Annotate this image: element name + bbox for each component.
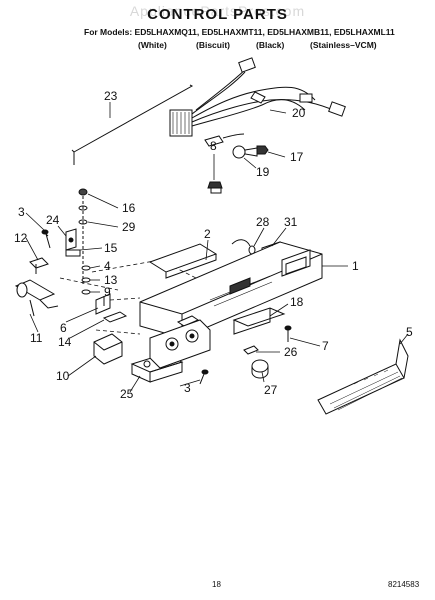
part-screw-bottom <box>199 369 209 385</box>
color-biscuit: (Biscuit) <box>196 40 230 50</box>
part-number: 8214583 <box>388 580 420 589</box>
part-knob <box>251 359 269 379</box>
callout-8: 8 <box>210 139 217 153</box>
part-bulb-socket <box>207 181 223 194</box>
callout-31: 31 <box>284 215 298 229</box>
part-panel-face <box>149 319 211 369</box>
callout-28: 28 <box>256 215 270 229</box>
watermark: AppliancePartsPros.com <box>129 3 306 19</box>
callout-1: 1 <box>352 259 359 273</box>
part-nut-stack <box>78 188 88 285</box>
callout-20: 20 <box>292 106 306 120</box>
callout-13: 13 <box>104 273 118 287</box>
callout-2: 2 <box>204 227 211 241</box>
callout-10: 10 <box>56 369 70 383</box>
callout-12: 12 <box>14 231 28 245</box>
page-number: 18 <box>212 580 221 589</box>
callout-18: 18 <box>290 295 304 309</box>
callout-17: 17 <box>290 150 304 164</box>
callouts: 23 20 8 17 19 16 29 3 24 12 15 4 13 9 2 … <box>14 89 413 401</box>
callout-23: 23 <box>104 89 118 103</box>
callout-7: 7 <box>322 339 329 353</box>
part-block <box>102 311 128 323</box>
part-top-panel <box>148 243 218 279</box>
part-bulb <box>232 145 269 159</box>
callout-3-left: 3 <box>18 205 25 219</box>
color-black: (Black) <box>256 40 285 50</box>
part-wire-harness <box>169 57 346 147</box>
callout-26: 26 <box>284 345 298 359</box>
color-white: (White) <box>138 40 167 50</box>
callout-9: 9 <box>104 285 111 299</box>
callout-3-bottom: 3 <box>184 381 191 395</box>
callout-24: 24 <box>46 213 60 227</box>
callout-27: 27 <box>264 383 278 397</box>
callout-25: 25 <box>120 387 134 401</box>
callout-6: 6 <box>60 321 67 335</box>
part-bracket <box>65 228 81 257</box>
part-thermostat <box>14 279 59 317</box>
part-inner-shield <box>232 307 286 335</box>
part-knob-cover <box>93 333 123 365</box>
part-rod <box>71 84 194 165</box>
part-clip <box>29 257 49 274</box>
part-lamp-wire <box>231 239 256 255</box>
part-control-housing <box>139 241 323 339</box>
part-spring <box>243 345 259 355</box>
callout-29: 29 <box>122 220 136 234</box>
part-grille <box>317 338 409 415</box>
part-small-bracket <box>95 293 111 315</box>
callout-5: 5 <box>406 325 413 339</box>
assembly-guides <box>59 259 201 335</box>
part-screw-right <box>284 325 292 342</box>
callout-14: 14 <box>58 335 72 349</box>
leader-lines <box>25 102 409 393</box>
part-washers <box>81 265 91 295</box>
callout-19: 19 <box>256 165 270 179</box>
part-screw-left <box>41 229 51 249</box>
callout-11: 11 <box>30 331 43 345</box>
model-list: For Models: ED5LHAXMQ11, ED5LHAXMT11, ED… <box>84 27 395 37</box>
callout-15: 15 <box>104 241 118 255</box>
callout-16: 16 <box>122 201 136 215</box>
page-title: CONTROL PARTS <box>147 6 288 23</box>
color-stainless: (Stainless–VCM) <box>310 40 377 50</box>
callout-4: 4 <box>104 259 111 273</box>
